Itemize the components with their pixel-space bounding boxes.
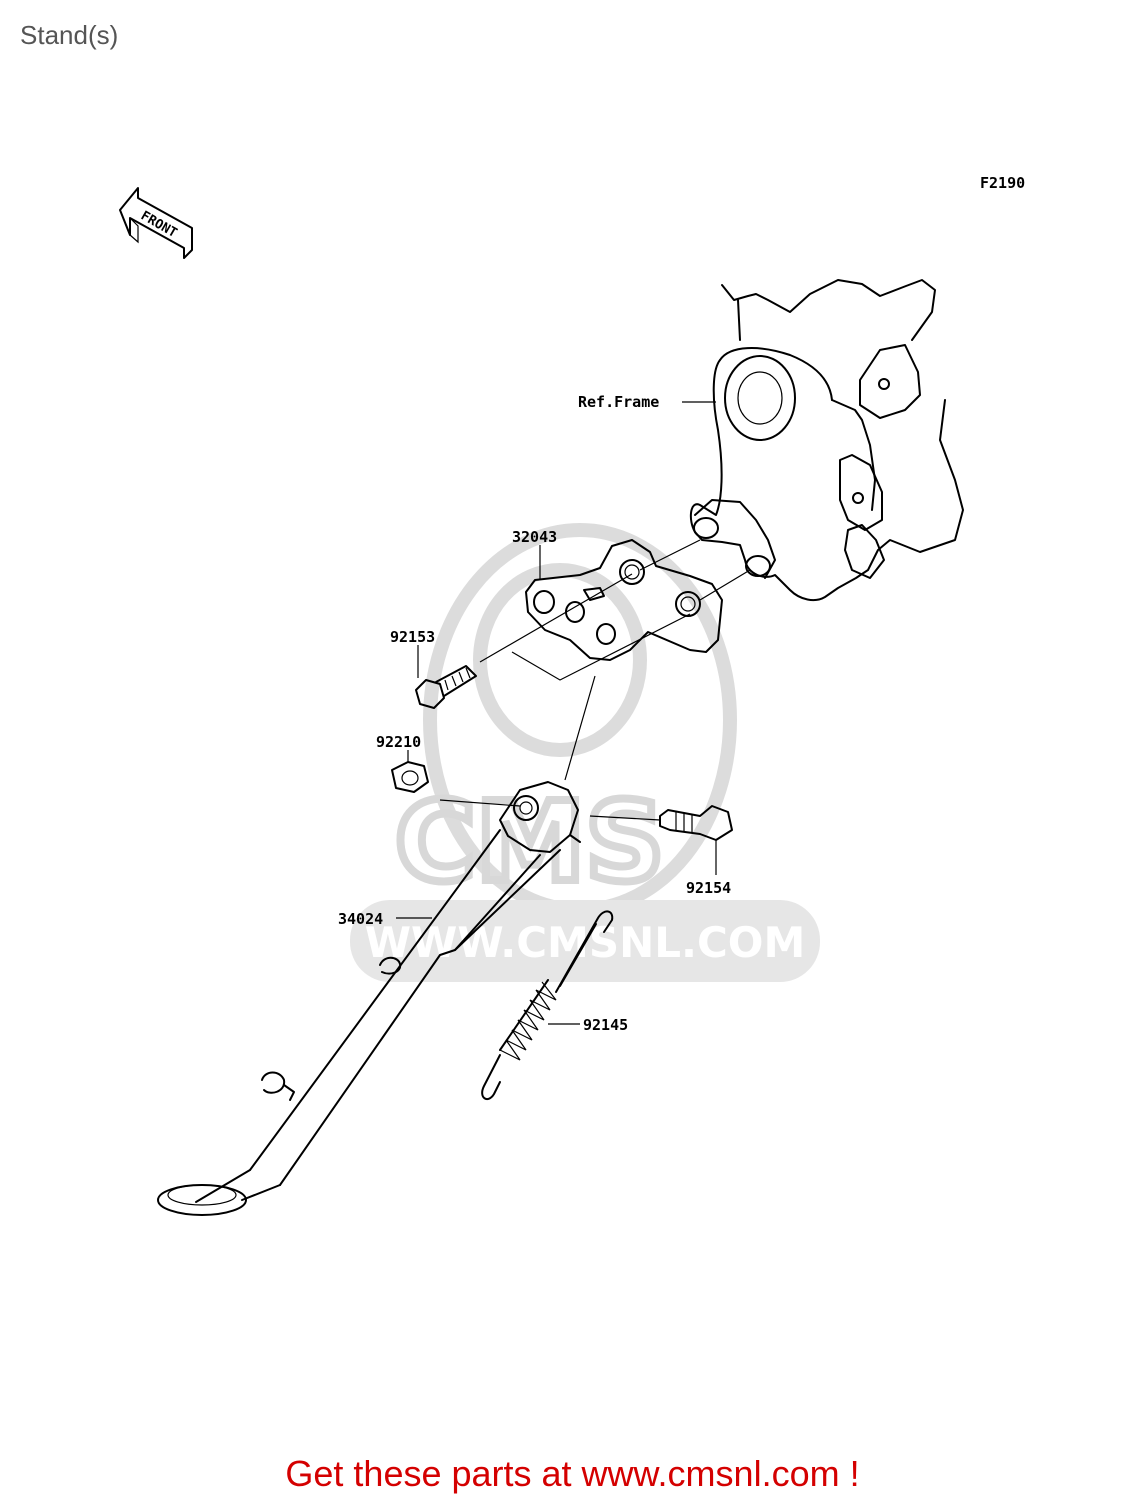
front-label: FRONT — [138, 208, 180, 241]
leader-bolt-bracket — [479, 573, 633, 663]
label-ref-frame: Ref.Frame — [578, 393, 659, 411]
side-stand-34024 — [157, 781, 581, 1216]
page-title: Stand(s) — [20, 20, 119, 50]
leader-bolt-pivot — [589, 815, 661, 821]
shop-link[interactable]: Get these parts at www.cmsnl.com ! — [285, 1453, 860, 1494]
cms-watermark: CMS WWW.CMSNL.COM — [350, 523, 820, 982]
spring-92145 — [481, 910, 614, 1101]
label-92210: 92210 — [376, 733, 421, 751]
figure-code: F2190 — [980, 174, 1025, 192]
bolt-92153 — [415, 665, 477, 709]
leader-bracket-frame-1 — [639, 539, 701, 571]
label-92153: 92153 — [390, 628, 435, 646]
bolt-92154 — [659, 805, 733, 841]
leader-bracket-frame-2 — [699, 569, 751, 601]
front-arrow-icon: FRONT — [119, 187, 193, 259]
leader-nut-pivot — [439, 799, 521, 807]
label-92145: 92145 — [583, 1016, 628, 1034]
leader-bracket-link — [511, 613, 691, 681]
bracket-32043 — [525, 539, 723, 661]
frame-drawing — [689, 279, 964, 602]
label-92154: 92154 — [686, 879, 731, 897]
leader-stand-bracket — [564, 675, 596, 781]
label-32043: 32043 — [512, 528, 557, 546]
label-34024: 34024 — [338, 910, 383, 928]
